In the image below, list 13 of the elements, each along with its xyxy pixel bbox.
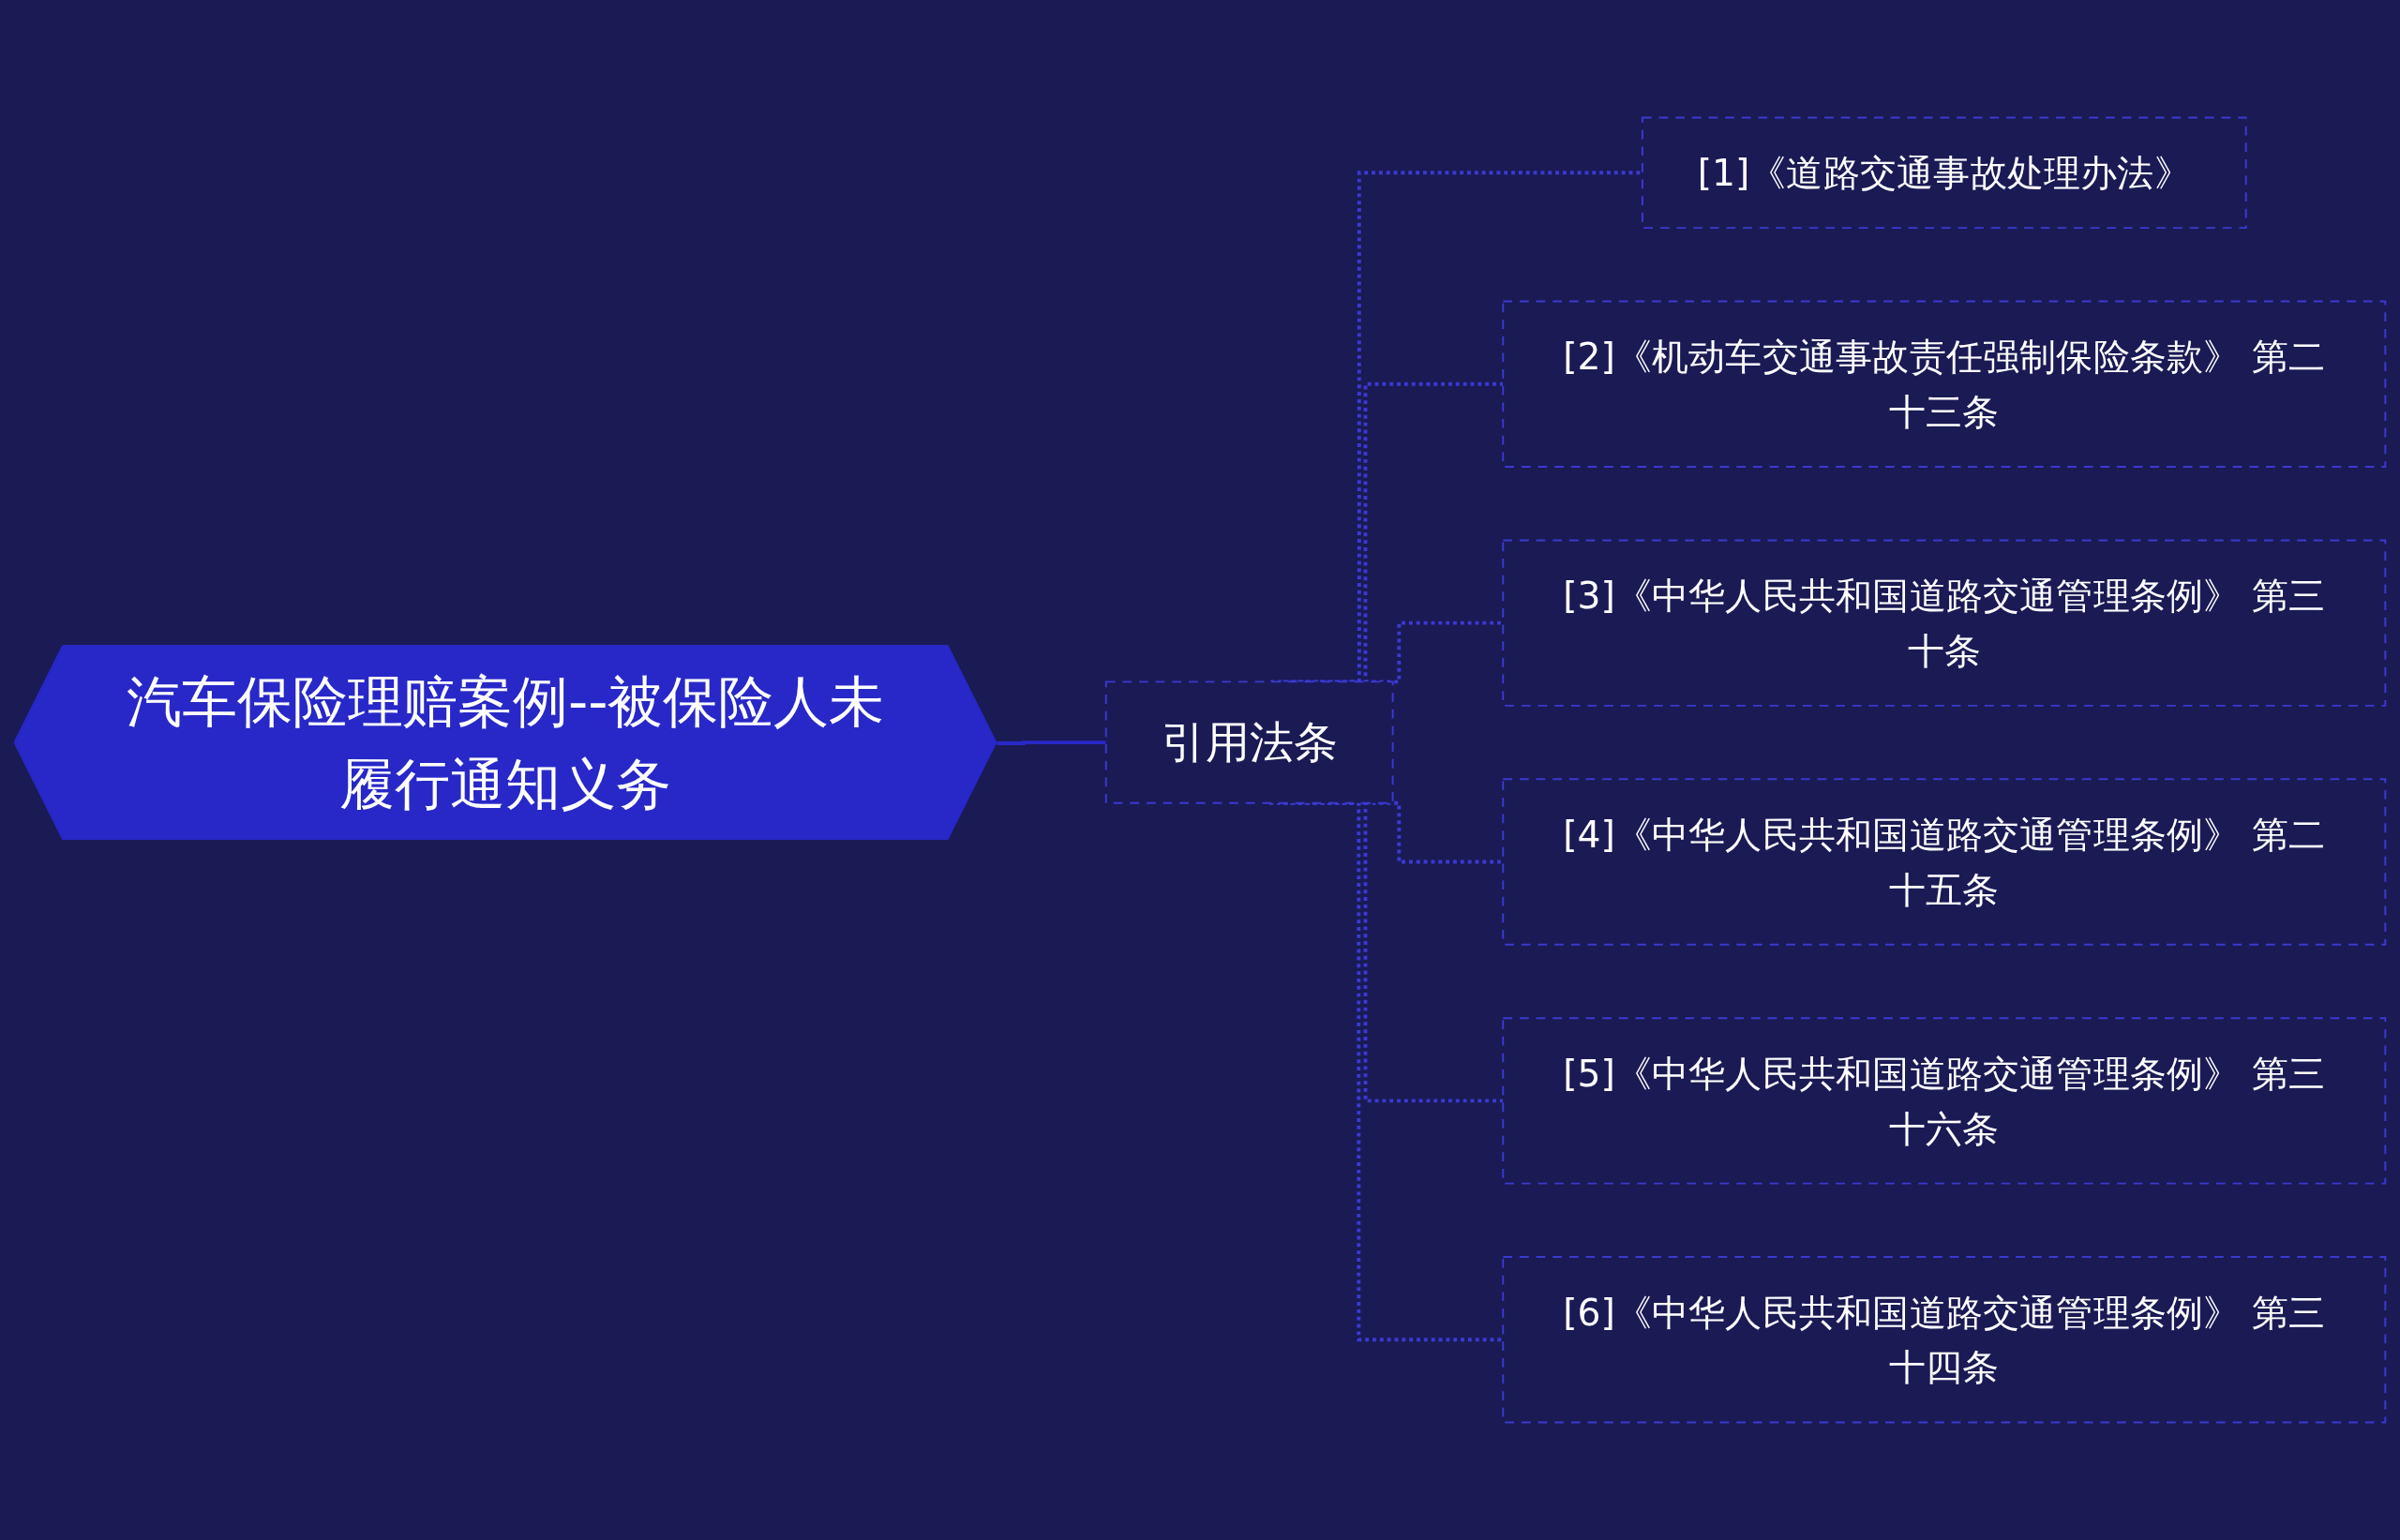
- connector: [1282, 381, 1504, 684]
- connector: [1270, 171, 1642, 684]
- node-box: [4]《中华人民共和国道路交通管理条例》 第二十五条: [1502, 778, 2387, 946]
- connector: [1269, 800, 1504, 1342]
- node-box: [2]《机动车交通事故责任强制保险条款》 第二十三条: [1502, 300, 2387, 468]
- node-box: [6]《中华人民共和国道路交通管理条例》 第三十四条: [1502, 1256, 2387, 1424]
- node-box: 引用法条: [1104, 680, 1394, 804]
- node-box: [5]《中华人民共和国道路交通管理条例》 第三十六条: [1502, 1017, 2387, 1185]
- node-box: [1]《道路交通事故处理办法》: [1641, 116, 2247, 230]
- connector: [1282, 800, 1504, 1103]
- connector: [997, 740, 1106, 746]
- node-box: [3]《中华人民共和国道路交通管理条例》 第三十条: [1502, 539, 2387, 707]
- connector: [1350, 620, 1504, 684]
